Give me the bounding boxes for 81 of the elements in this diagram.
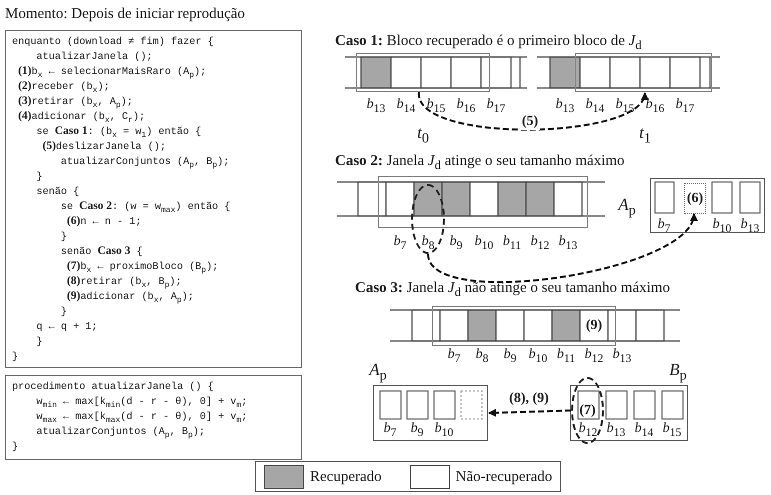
block-label: b$_{15}$: [616, 97, 634, 117]
block-label: b$_{14}$: [586, 97, 604, 117]
block-label: b$_{16}$: [456, 97, 476, 117]
block-label: b$_{15}$: [662, 421, 682, 441]
dashed-arrow: [418, 92, 646, 131]
set-name-label: t$_{1}$: [639, 125, 651, 146]
window-frame: [378, 176, 588, 228]
block-label: b$_{14}$: [396, 97, 416, 117]
set-box: [650, 178, 765, 233]
block-label: b$_{12}$: [584, 347, 604, 367]
code-line: senão Caso 3 {: [60, 247, 143, 258]
set-name-label: B$_{p}$: [669, 362, 687, 384]
code-line: atualizarConjuntos (A$_{p}$, B$_{p}$);: [36, 427, 205, 438]
step-number: (7): [579, 402, 596, 418]
block-label: b$_{15}$: [426, 97, 446, 117]
dashed-arrow: [488, 408, 572, 417]
block-label: b$_{7}$: [448, 347, 460, 367]
set-name-label: A$_{p}$: [618, 197, 636, 218]
code-line: senão {: [36, 187, 80, 198]
set-name-label: A$_{p}$: [369, 362, 387, 384]
code-line: atualizarConjuntos (A$_{p}$, B$_{p}$);: [60, 157, 230, 168]
block-label: b$_{13}$: [612, 347, 632, 367]
block-label: b$_{10}$: [434, 421, 454, 441]
dashed-arrow: [427, 213, 696, 284]
code-line: }: [36, 172, 43, 183]
step-number: (6): [686, 190, 704, 206]
code-line: q ← q + 1;: [36, 322, 98, 333]
block-label: b$_{17}$: [486, 97, 506, 117]
code-line: }: [36, 337, 43, 348]
block-label: b$_{9}$: [504, 347, 516, 367]
block-label: b$_{9}$: [450, 234, 462, 254]
window-frame: [356, 53, 490, 92]
dotted-slot: [684, 183, 706, 214]
block-label: b$_{9}$: [410, 421, 424, 441]
code-line: w$_{min}$ ← max[k$_{min}$(d - r - θ), 0] + v$_{m}$;: [36, 397, 248, 408]
legend-label: Não-recuperado: [456, 468, 552, 484]
block-label: b$_{11}$: [502, 234, 522, 254]
block-label: b$_{10}$: [712, 217, 732, 237]
set-box: [570, 385, 688, 441]
procedure-box: [5, 375, 302, 460]
window-frame: [575, 53, 712, 92]
block-label: b$_{17}$: [676, 97, 694, 117]
pseudocode-box: [5, 30, 302, 368]
set-name-label: t$_{0}$: [417, 125, 429, 146]
code-line: }: [60, 307, 67, 318]
dashed-ellipse: [411, 184, 445, 254]
block-label: b$_{11}$: [556, 347, 576, 367]
code-line: procedimento atualizarJanela () {: [12, 382, 214, 393]
edge-label: (5): [520, 114, 540, 130]
code-line: atualizarJanela ();: [36, 52, 153, 63]
code-line: w$_{max}$ ← max[k$_{max}$(d - r - θ), 0] + v$_{m}$;: [36, 412, 248, 423]
case-heading: Caso 3: Janela J$_{d}$ não atinge o seu tamanho máximo: [355, 280, 670, 300]
block-label: b$_{13}$: [558, 234, 578, 254]
block-label: b$_{14}$: [634, 421, 654, 441]
block-label: b$_{13}$: [740, 217, 760, 237]
block-label: b$_{13}$: [556, 97, 574, 117]
code-line: }: [60, 232, 67, 243]
block-label: b$_{7}$: [384, 421, 396, 441]
step-number: (9): [586, 318, 602, 334]
dashed-ellipse: [571, 377, 604, 444]
block-label: b$_{12}$: [530, 234, 550, 254]
legend-label: Recuperado: [310, 468, 382, 484]
block-label: b$_{10}$: [528, 347, 548, 367]
case-heading: Caso 2: Janela J$_{d}$ atinge o seu tamanho máximo: [335, 153, 625, 173]
block-label: b$_{8}$: [476, 347, 488, 367]
block-label: b$_{10}$: [474, 234, 494, 254]
diagram-title: Momento: Depois de iniciar reprodução: [5, 6, 245, 22]
code-line: enquanto (download ≠ fim) fazer {: [12, 37, 214, 48]
block-label: b$_{7}$: [394, 234, 406, 254]
block-label: b$_{8}$: [422, 234, 434, 254]
window-frame: [432, 306, 616, 346]
code-line: }: [12, 442, 18, 453]
block-label: b$_{16}$: [646, 97, 664, 117]
code-line: }: [12, 352, 18, 363]
block-label: b$_{12}$: [578, 421, 598, 441]
set-box: [373, 385, 488, 441]
block-label: b$_{7}$: [658, 217, 670, 237]
case-heading: Caso 1: Bloco recuperado é o primeiro bloco de J$_{d}$: [335, 33, 642, 53]
edge-label: (8), (9): [507, 391, 551, 407]
block-label: b$_{13}$: [366, 97, 386, 117]
block-label: b$_{13}$: [606, 421, 626, 441]
